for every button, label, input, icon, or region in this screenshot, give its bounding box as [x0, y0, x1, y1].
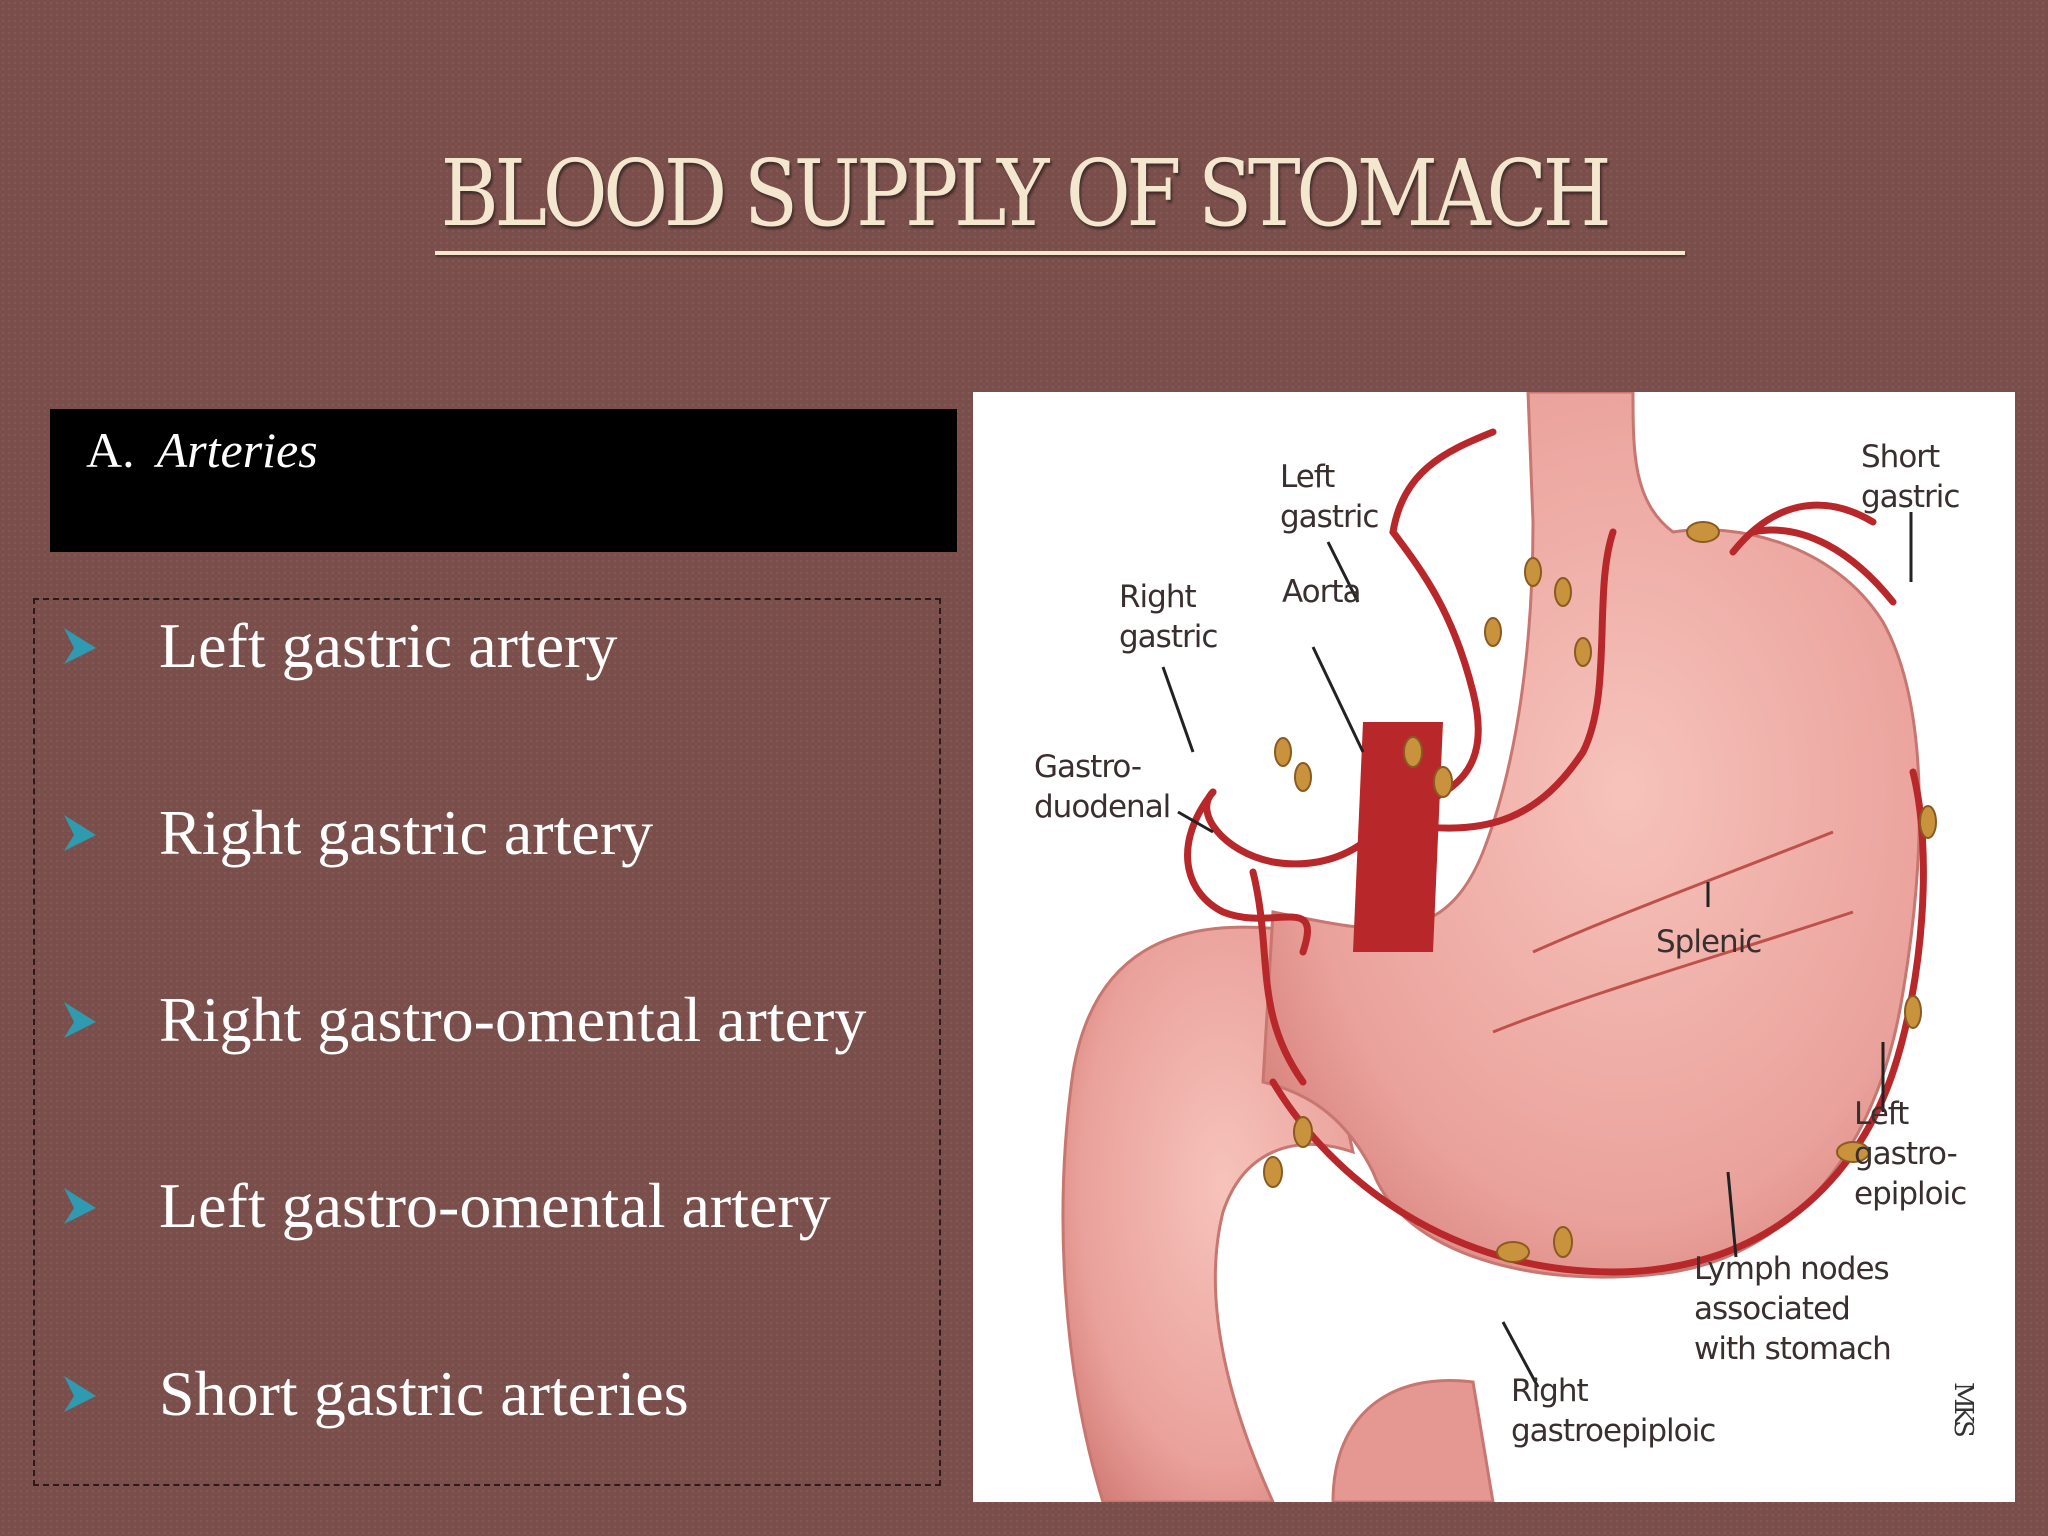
label-right-gastric: Right gastric [1119, 579, 1218, 655]
label-gastroduodenal: Gastro- duodenal [1034, 749, 1171, 825]
lymph-nodes [1263, 521, 1937, 1263]
bullet-text: Left gastric artery [159, 610, 618, 681]
bullet-text: Short gastric arteries [159, 1358, 689, 1429]
section-label: Arteries [156, 422, 318, 478]
section-marker: A. [86, 422, 135, 478]
slide-title: BLOOD SUPPLY OF STOMACH [440, 140, 1612, 247]
aorta [1353, 722, 1443, 952]
arrow-bullet-icon [64, 815, 96, 851]
label-splenic: Splenic [1656, 924, 1762, 960]
label-aorta: Aorta [1282, 574, 1362, 610]
bullet-text: Left gastro-omental artery [159, 1170, 831, 1241]
label-left-gastroepiploic: Left gastro- epiploic [1854, 1096, 1967, 1212]
label-lymph-nodes: Lymph nodes associated with stomach [1694, 1251, 1892, 1367]
leader-lines [1161, 512, 1913, 1388]
arrow-bullet-icon [64, 1188, 96, 1224]
watermark-logo: MKS [1948, 1382, 1978, 1434]
arrow-bullet-icon [64, 1002, 96, 1038]
section-heading: A. Arteries [86, 421, 318, 479]
stomach-diagram: Short gastric Left gastric Aorta Right g… [973, 392, 2015, 1502]
stomach-body [1261, 392, 1921, 1279]
artery-list: Left gastric artery Right gastric artery… [33, 598, 941, 1486]
arrow-bullet-icon [64, 628, 96, 664]
bullet-text: Right gastric artery [159, 797, 654, 868]
label-left-gastric: Left gastric [1280, 459, 1379, 535]
section-header: A. Arteries [50, 409, 957, 552]
label-short-gastric: Short gastric [1861, 439, 1960, 515]
stomach-illustration [1061, 392, 1937, 1502]
arrow-bullet-icon [64, 1376, 96, 1412]
title-underline [435, 251, 1685, 255]
arteries [1184, 428, 1927, 1276]
label-right-gastroepiploic: Right gastroepiploic [1511, 1373, 1716, 1449]
bullet-text: Right gastro-omental artery [159, 984, 867, 1055]
